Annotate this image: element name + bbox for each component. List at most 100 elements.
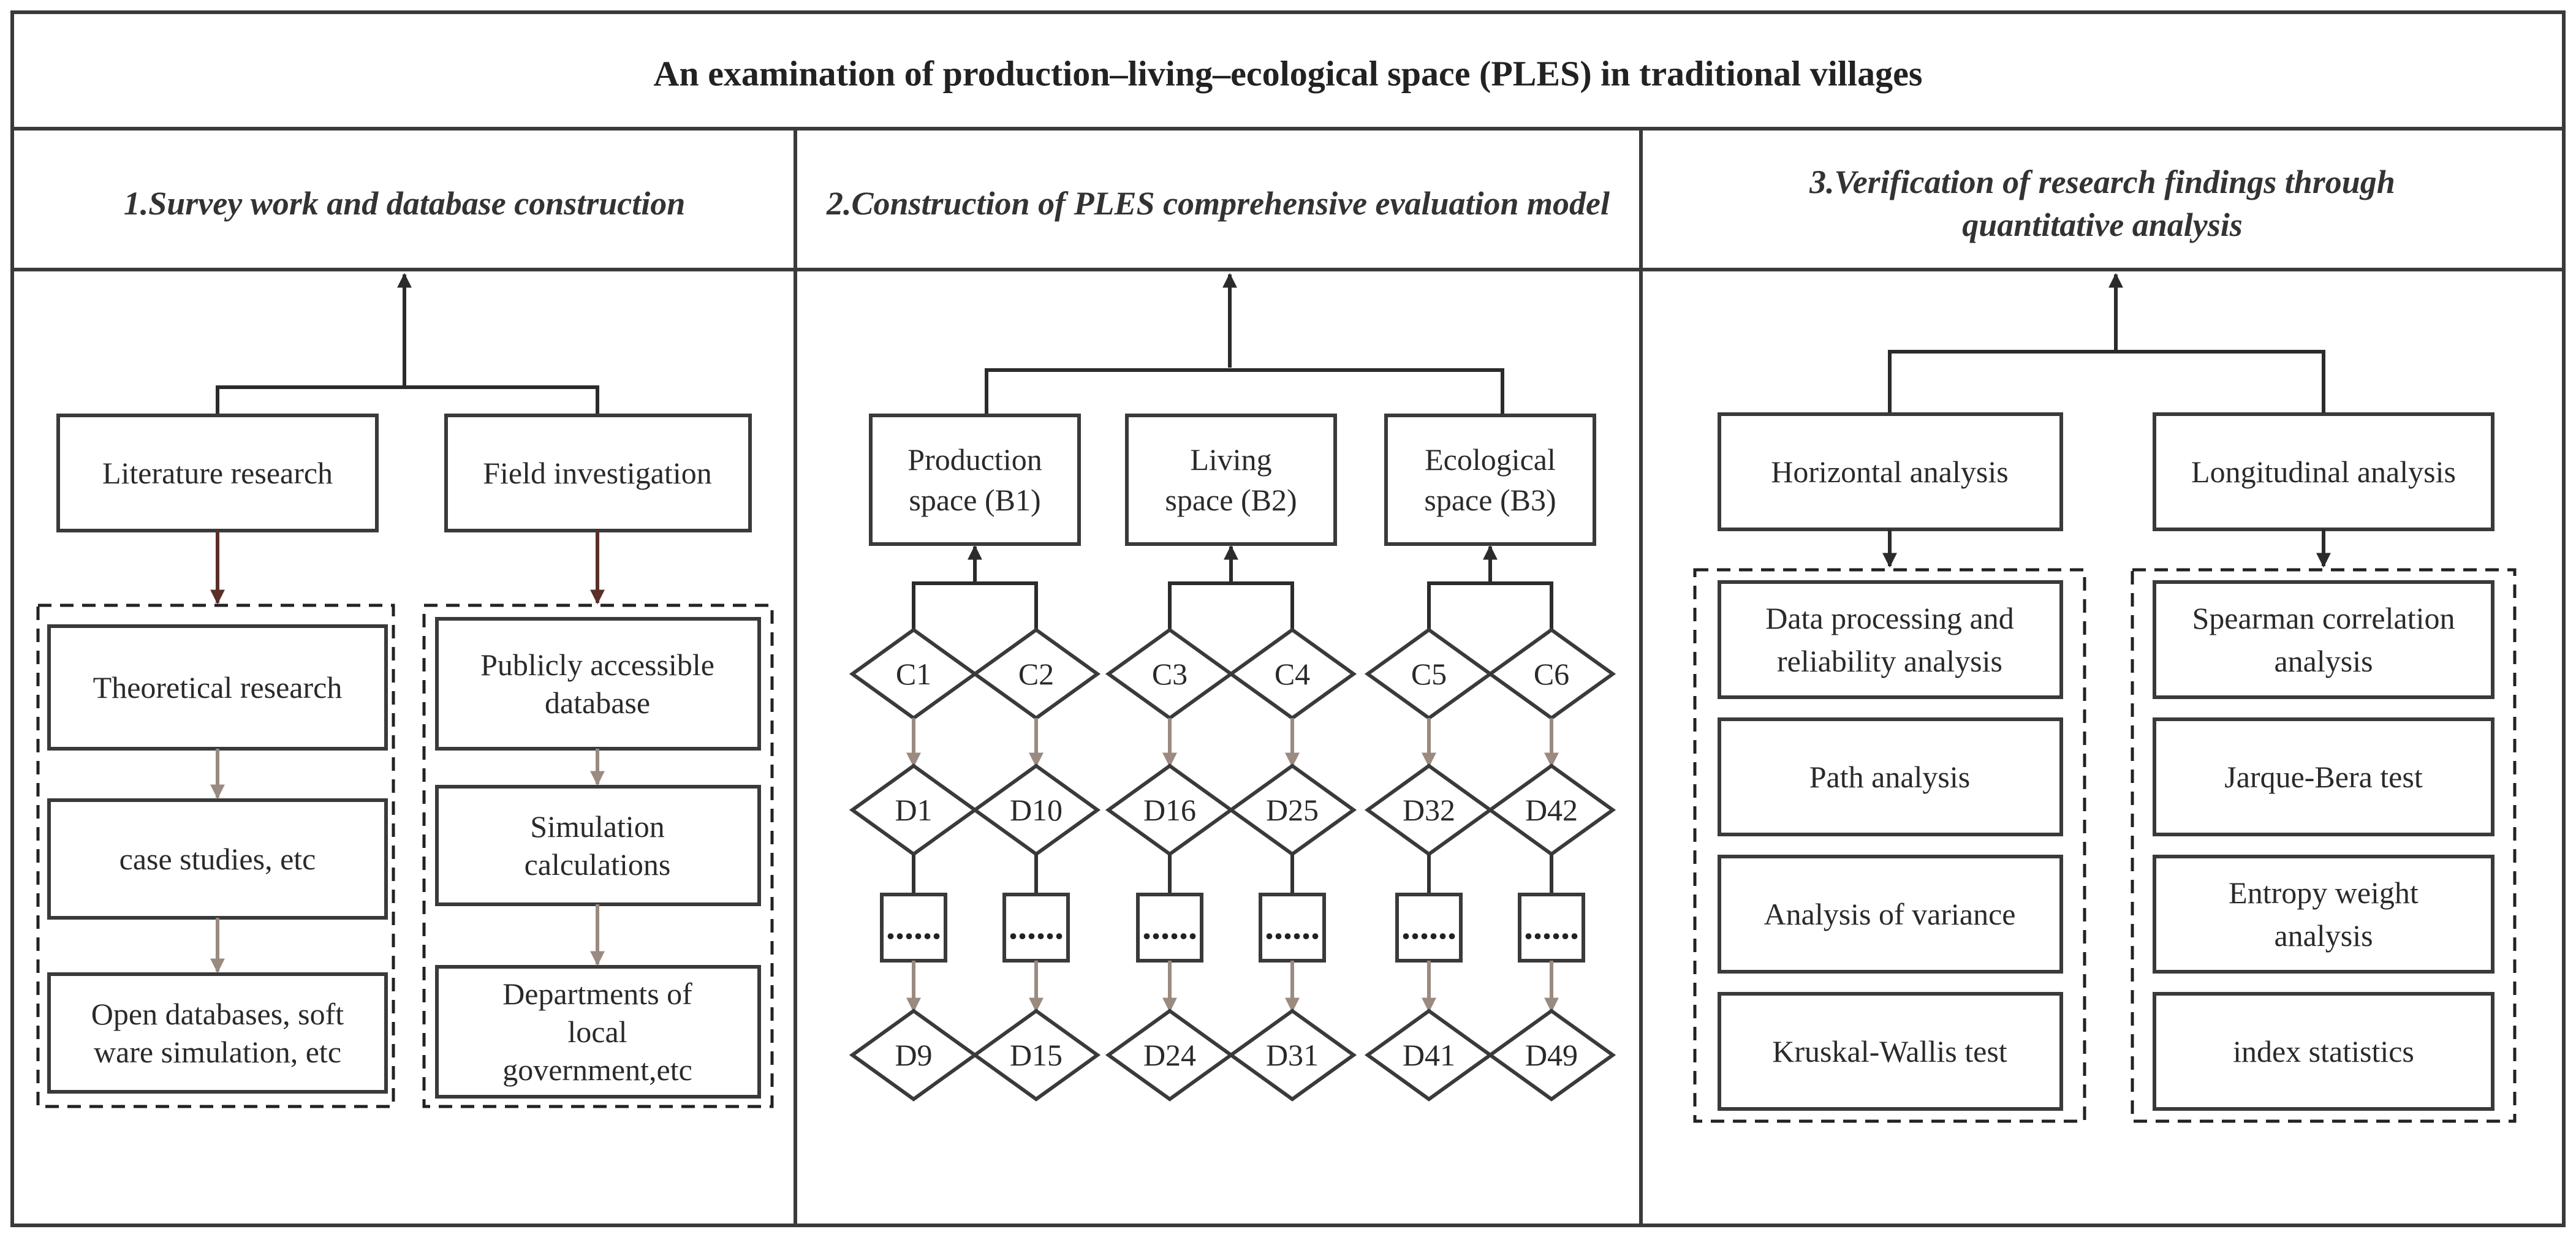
- ellipsis-s1-1: ......: [886, 906, 941, 947]
- method-label-1-1-line: reliability analysis: [1777, 644, 2002, 678]
- indicator-last-s3-1-label: D41: [1403, 1038, 1455, 1072]
- indicator-first-s2-1-label: D16: [1143, 793, 1196, 827]
- indicator-first-s1-2-label: D10: [1010, 793, 1063, 827]
- indicator-last-s3-2-diamond: [1487, 1008, 1616, 1102]
- item-box-1-2-1: [435, 617, 761, 751]
- indicator-last-s2-2-label: D31: [1266, 1038, 1319, 1072]
- indicator-first-s3-2-label: D42: [1525, 793, 1578, 827]
- section-2-heading-line: 2.Construction of PLES comprehensive eva…: [826, 185, 1610, 222]
- criterion-s3-2-label: C6: [1534, 657, 1569, 691]
- method-label-2-2: Jarque-Bera test: [2224, 760, 2423, 794]
- indicator-first-s2-2-label: D25: [1266, 793, 1319, 827]
- item-box-1-1-1: [47, 624, 388, 751]
- top-box-2: [444, 414, 752, 532]
- dots-bg-s2-1: [1136, 893, 1203, 963]
- item-label-1-1-3-line: Open databases, soft: [91, 997, 344, 1031]
- item-box-1-1-3: [47, 972, 388, 1094]
- method-label-2-3-line: analysis: [2274, 918, 2373, 953]
- method-group-2: [2131, 568, 2517, 1123]
- item-label-1-2-3-line: local: [567, 1015, 627, 1049]
- item-label-1-2-2-line: Simulation: [530, 809, 664, 844]
- method-label-2-4-line: index statistics: [2233, 1034, 2414, 1069]
- diagram-title: An examination of production–living–ecol…: [654, 54, 1923, 94]
- method-box-2-4: [2153, 992, 2495, 1111]
- item-box-1-1-2: [47, 798, 388, 920]
- dashed-group-1: [36, 603, 395, 1108]
- title-banner: [10, 10, 2566, 131]
- criterion-s3-1-label: C5: [1411, 657, 1447, 691]
- section-2-heading: 2.Construction of PLES comprehensive eva…: [826, 185, 1610, 222]
- space-box-1: [869, 414, 1081, 546]
- method-group-1: [1693, 568, 2086, 1123]
- section-3-header: [1639, 127, 2566, 271]
- method-label-2-4: index statistics: [2233, 1034, 2414, 1069]
- dots-bg-s3-1: [1395, 893, 1463, 963]
- method-label-1-1: Data processing and reliability analysis: [1765, 601, 2013, 678]
- space-label-1-line: Production: [907, 442, 1042, 477]
- item-box-1-2-3: [435, 965, 761, 1099]
- dots-bg-s3-2: [1518, 893, 1585, 963]
- analysis-box-1: [1718, 412, 2063, 531]
- space-label-3-line: Ecological: [1425, 442, 1556, 477]
- method-box-1-2: [1718, 717, 2063, 836]
- space-box-2: [1125, 414, 1337, 546]
- method-label-1-2: Path analysis: [1809, 760, 1970, 794]
- dashed-group-2: [422, 603, 774, 1108]
- ellipsis-s3-1: ......: [1401, 906, 1457, 947]
- indicator-last-s2-1-label: D24: [1143, 1038, 1196, 1072]
- top-box-1-label-line: Literature research: [102, 456, 333, 490]
- section-1-heading: 1.Survey work and database construction: [124, 185, 686, 222]
- analysis-label-2: Longitudinal analysis: [2191, 455, 2456, 489]
- indicator-last-s1-1-diamond: [849, 1008, 979, 1102]
- criterion-s2-1-label: C3: [1152, 657, 1188, 691]
- top-box-2-label-line: Field investigation: [483, 456, 712, 490]
- item-box-1-2-2: [435, 785, 761, 906]
- method-box-2-1: [2153, 580, 2495, 699]
- ellipsis-s2-2: ......: [1265, 906, 1320, 947]
- space-label-2-line: Living: [1190, 442, 1271, 477]
- method-label-2-2-line: Jarque-Bera test: [2224, 760, 2423, 794]
- space-box-3: [1384, 414, 1596, 546]
- method-box-2-3: [2153, 855, 2495, 974]
- space-label-3-line: space (B3): [1424, 483, 1556, 517]
- diagram-title-line: An examination of production–living–ecol…: [654, 54, 1923, 94]
- item-label-1-2-3-line: Departments of: [502, 977, 692, 1011]
- space-label-2-line: space (B2): [1165, 483, 1297, 517]
- method-label-1-1-line: Data processing and: [1765, 601, 2013, 635]
- item-label-1-2-3: Departments of local government,etc: [502, 977, 692, 1087]
- criterion-s1-1-label: C1: [896, 657, 931, 691]
- indicator-last-s3-1-diamond: [1364, 1008, 1494, 1102]
- dots-bg-s1-1: [880, 893, 947, 963]
- method-label-1-3-line: Analysis of variance: [1764, 897, 2016, 931]
- analysis-label-2-line: Longitudinal analysis: [2191, 455, 2456, 489]
- item-label-1-2-3-line: government,etc: [502, 1053, 692, 1087]
- analysis-label-1-line: Horizontal analysis: [1771, 455, 2008, 489]
- connector-section-3: [1888, 350, 2325, 414]
- item-label-1-1-1: Theoretical research: [93, 670, 343, 705]
- method-label-1-2-line: Path analysis: [1809, 760, 1970, 794]
- criterion-s1-2-label: C2: [1018, 657, 1054, 691]
- ellipsis-s3-2: ......: [1524, 906, 1579, 947]
- indicator-first-s1-1-label: D1: [895, 793, 932, 827]
- section-3-heading-line: quantitative analysis: [1962, 206, 2243, 243]
- space-label-2: Living space (B2): [1165, 442, 1297, 517]
- section-3-heading-line: 3.Verification of research findings thro…: [1809, 164, 2395, 200]
- indicator-first-s3-1-label: D32: [1403, 793, 1455, 827]
- item-label-1-1-1-line: Theoretical research: [93, 670, 343, 705]
- indicator-last-s1-2-label: D15: [1010, 1038, 1063, 1072]
- indicator-last-s1-1-label: D9: [895, 1038, 932, 1072]
- method-box-1-4: [1718, 992, 2063, 1111]
- item-label-1-2-1-line: database: [545, 686, 650, 720]
- item-label-1-1-2: case studies, etc: [119, 842, 316, 876]
- indicator-last-s3-2-label: D49: [1525, 1038, 1578, 1072]
- criterion-s2-2-label: C4: [1275, 657, 1310, 691]
- connector-section-2: [985, 368, 1504, 414]
- method-label-1-3: Analysis of variance: [1764, 897, 2016, 931]
- top-box-2-label: Field investigation: [483, 456, 712, 490]
